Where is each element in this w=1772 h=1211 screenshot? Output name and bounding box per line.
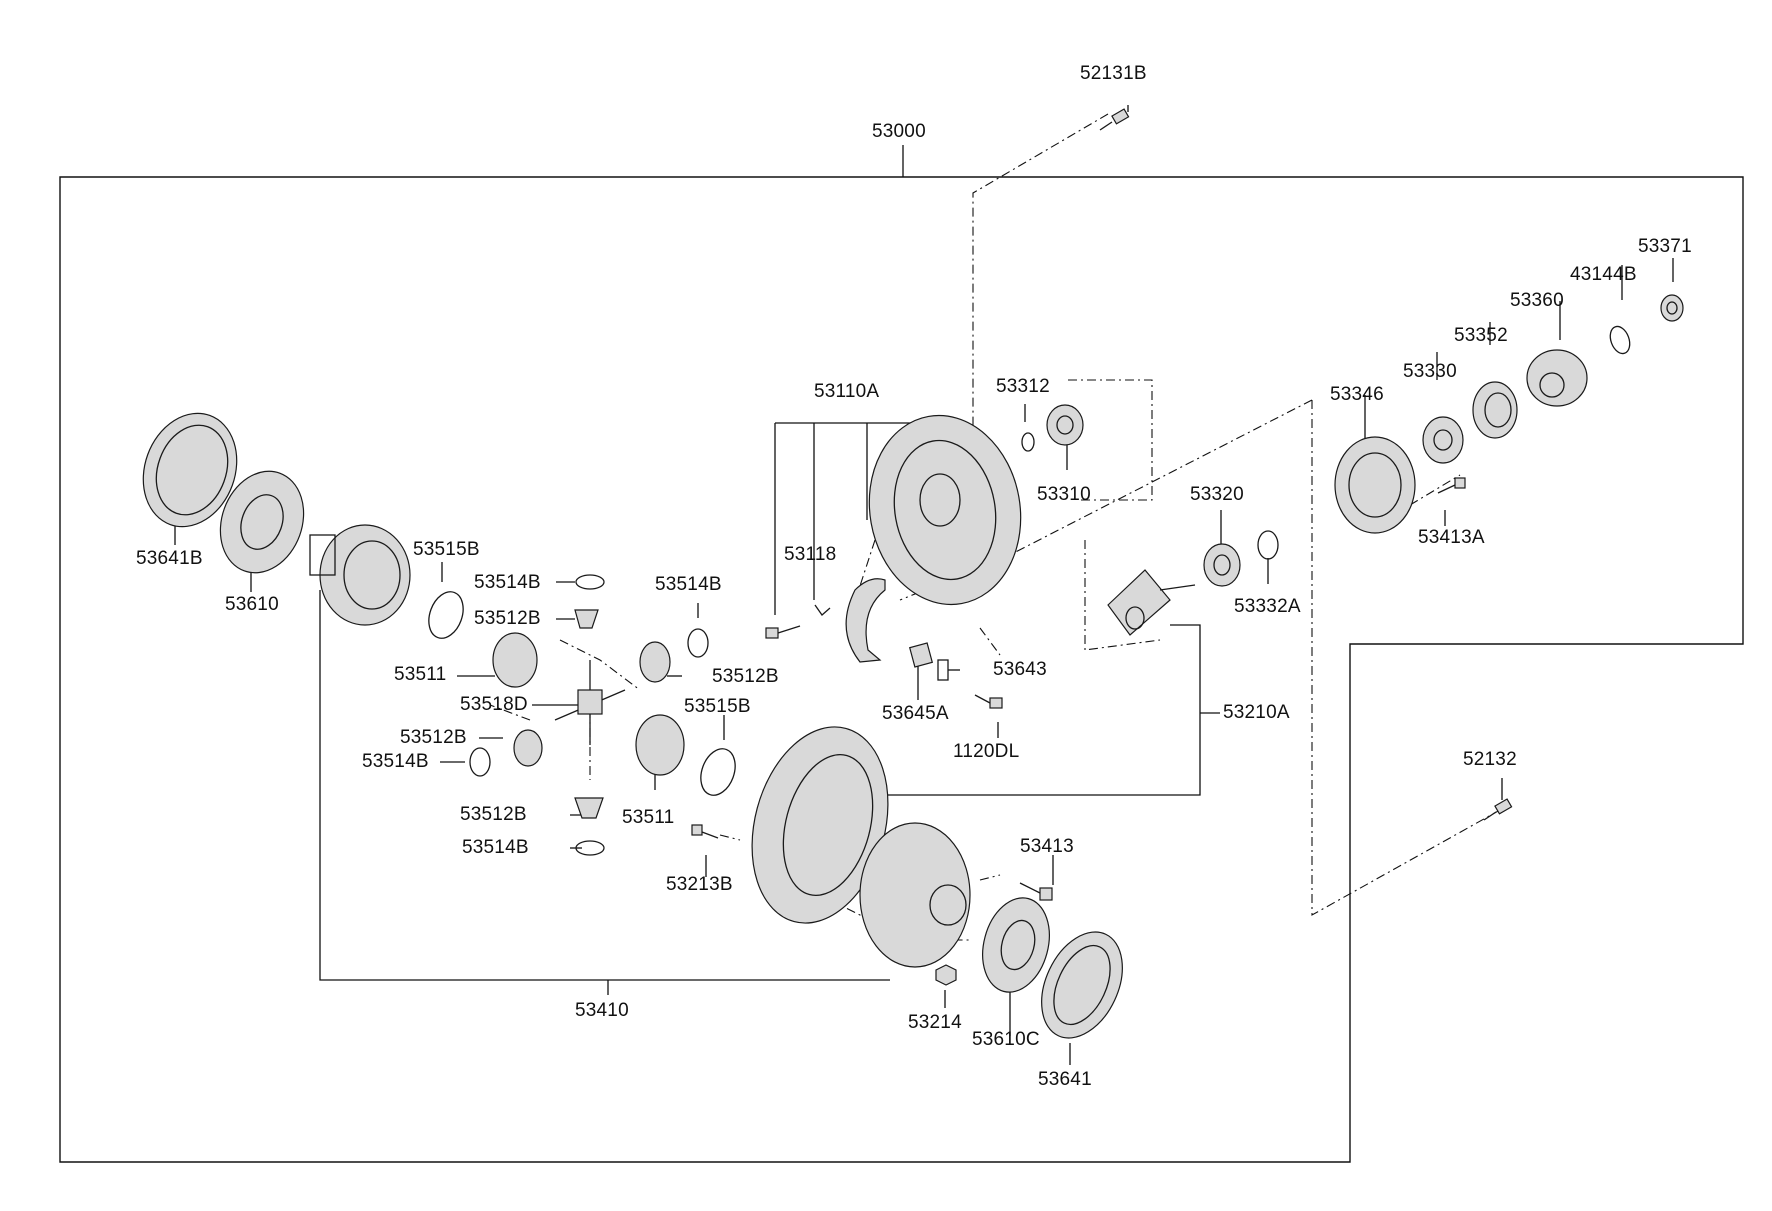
part-label-52132: 52132: [1463, 749, 1517, 770]
part-label-53515B-b: 53515B: [684, 696, 751, 717]
pinion-gear-53512B-d-drawing: [574, 797, 604, 819]
pinion-gear-53512B-c-drawing: [513, 729, 543, 767]
part-label-53360: 53360: [1510, 290, 1564, 311]
pinion-gear-53512B-a-drawing: [574, 609, 599, 629]
part-label-53515B-a: 53515B: [413, 539, 480, 560]
bolt-53213B-drawing: [691, 824, 719, 839]
part-label-53000: 53000: [872, 121, 926, 142]
part-label-53641: 53641: [1038, 1069, 1092, 1090]
pinion-gear-53512B-b-drawing: [639, 641, 671, 683]
washer-53514B-c-drawing: [469, 747, 491, 777]
bolt-53110A-drawing: [765, 625, 801, 639]
part-label-43144B: 43144B: [1570, 264, 1637, 285]
part-label-53210A: 53210A: [1223, 702, 1290, 723]
part-label-53320: 53320: [1190, 484, 1244, 505]
part-label-53214: 53214: [908, 1012, 962, 1033]
bearing-53310-drawing: [1046, 404, 1084, 446]
nut-53214-drawing: [935, 964, 957, 986]
washer-53514B-b-drawing: [687, 628, 709, 658]
clip-53118-drawing: [814, 604, 831, 616]
assembly-frame: [59, 176, 1744, 1163]
part-label-53371: 53371: [1638, 236, 1692, 257]
part-label-53413A: 53413A: [1418, 527, 1485, 548]
bolt-53413A-drawing: [1437, 477, 1466, 494]
part-label-53645A: 53645A: [882, 703, 949, 724]
part-label-53346: 53346: [1330, 384, 1384, 405]
washer-53515B-left-drawing: [428, 591, 464, 639]
part-label-53512B-b: 53512B: [712, 666, 779, 687]
washer-53514B-d-drawing: [575, 840, 605, 856]
bolt-1120DL-drawing: [974, 694, 1003, 709]
seal-53352-drawing: [1472, 381, 1518, 439]
part-label-53514B-a: 53514B: [474, 572, 541, 593]
part-label-53110A: 53110A: [814, 381, 880, 402]
diff-case-drawing: [309, 524, 411, 626]
part-label-53512B-d: 53512B: [460, 804, 527, 825]
side-gear-53511-b-drawing: [635, 714, 685, 776]
bolt-53413-drawing: [1019, 882, 1053, 901]
nut-53371-drawing: [1660, 294, 1684, 322]
part-label-53410: 53410: [575, 1000, 629, 1021]
part-label-53511-b: 53511: [622, 807, 675, 828]
part-label-1120DL: 1120DL: [953, 741, 1020, 762]
part-label-53511-a: 53511: [394, 664, 447, 685]
bearing-53320-drawing: [1203, 543, 1241, 587]
part-label-53413: 53413: [1020, 836, 1074, 857]
part-label-53118: 53118: [784, 544, 837, 565]
part-label-53514B-d: 53514B: [462, 837, 529, 858]
bearing-53610C-drawing: [982, 897, 1050, 993]
lock-plate-53643-drawing: [908, 642, 949, 681]
part-label-53352: 53352: [1454, 325, 1508, 346]
drive-pinion-drawing: [1107, 569, 1196, 636]
part-label-53514B-c: 53514B: [362, 751, 429, 772]
part-label-53610C: 53610C: [972, 1029, 1040, 1050]
part-label-53330: 53330: [1403, 361, 1457, 382]
carrier-housing-drawing: [868, 414, 1022, 606]
washer-53514B-a-drawing: [575, 574, 605, 590]
diff-case-half-drawing: [859, 822, 971, 968]
bearing-53610-drawing: [219, 470, 305, 574]
bearing-race-53641B-drawing: [142, 412, 238, 528]
part-label-53518D: 53518D: [460, 694, 528, 715]
bolt-52131B-drawing: [1099, 108, 1130, 131]
part-label-53213B: 53213B: [666, 874, 733, 895]
housing-53346-drawing: [1334, 436, 1416, 534]
bearing-cap-drawing: [845, 578, 886, 663]
washer-53515B-right-drawing: [700, 748, 736, 796]
spider-shaft-53518D-drawing: [554, 660, 626, 745]
spacer-53332A-drawing: [1257, 530, 1279, 560]
ring-53312-drawing: [1021, 432, 1035, 452]
side-gear-53511-a-drawing: [492, 632, 538, 688]
part-label-53514B-b: 53514B: [655, 574, 722, 595]
bolt-52132-drawing: [1483, 798, 1513, 821]
part-label-53332A: 53332A: [1234, 596, 1301, 617]
part-label-52131B: 52131B: [1080, 63, 1147, 84]
flange-53360-drawing: [1526, 349, 1588, 407]
part-label-53312: 53312: [996, 376, 1050, 397]
part-label-53310: 53310: [1037, 484, 1091, 505]
part-label-53610: 53610: [225, 594, 279, 615]
bearing-53330-drawing: [1422, 416, 1464, 464]
part-label-53512B-c: 53512B: [400, 727, 467, 748]
oring-43144B-drawing: [1609, 325, 1631, 355]
bearing-race-53641-drawing: [1041, 931, 1123, 1039]
part-label-53643: 53643: [993, 659, 1047, 680]
part-label-53641B: 53641B: [136, 548, 203, 569]
part-label-53512B-a: 53512B: [474, 608, 541, 629]
